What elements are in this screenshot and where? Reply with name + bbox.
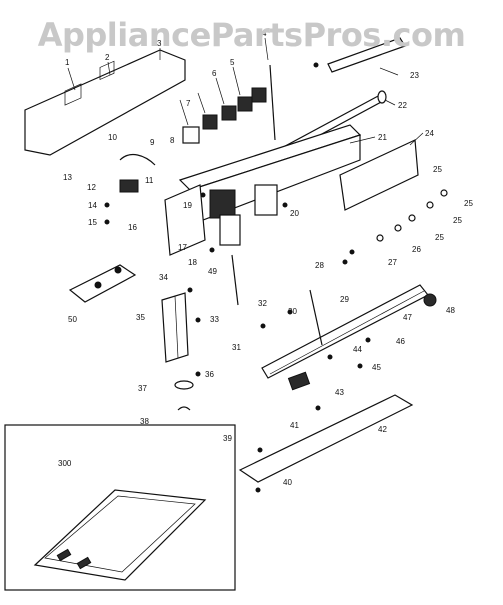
- callout-36: 36: [205, 370, 214, 379]
- callout-39: 39: [223, 434, 232, 443]
- callout-6: 6: [212, 69, 217, 78]
- spacer-37: [174, 380, 194, 390]
- wire-29: [309, 289, 323, 346]
- vertical-bracket: [161, 292, 189, 363]
- callout-12: 12: [87, 183, 96, 192]
- callout-47: 47: [403, 313, 412, 322]
- screw-15: [104, 219, 110, 225]
- bottom-strip: [238, 394, 414, 483]
- callout-10: 10: [108, 133, 117, 142]
- callout-30: 30: [288, 307, 297, 316]
- callout-18: 18: [188, 258, 197, 267]
- callout-44: 44: [353, 345, 362, 354]
- callout-43: 43: [335, 388, 344, 397]
- callout-5: 5: [230, 58, 235, 67]
- callout-24: 24: [425, 129, 434, 138]
- callout-29: 29: [340, 295, 349, 304]
- callout-19: 19: [183, 201, 192, 210]
- inset-box: [4, 424, 236, 591]
- callout-40: 40: [283, 478, 292, 487]
- leader-lines: [67, 37, 424, 146]
- watermark: AppliancePartsPros.com: [37, 16, 466, 54]
- callout-38: 38: [140, 417, 149, 426]
- callout-35: 35: [136, 313, 145, 322]
- callout-9: 9: [150, 138, 155, 147]
- callout-2: 2: [105, 53, 110, 62]
- callout-45: 45: [372, 363, 381, 372]
- long-rail: [261, 284, 437, 379]
- callout-25a: 25: [433, 165, 442, 174]
- callout-41: 41: [290, 421, 299, 430]
- terminal-block: [68, 264, 137, 303]
- rod-32: [231, 254, 239, 306]
- callout-1: 1: [65, 58, 70, 67]
- callout-26: 26: [412, 245, 421, 254]
- callout-25b: 25: [464, 199, 473, 208]
- right-panel: [339, 139, 419, 211]
- callout-33: 33: [210, 315, 219, 324]
- back-panel: [24, 49, 186, 156]
- callout-31: 31: [232, 343, 241, 352]
- callout-11: 11: [145, 176, 154, 185]
- callout-23: 23: [410, 71, 419, 80]
- callout-20: 20: [290, 209, 299, 218]
- callout-14: 14: [88, 201, 97, 210]
- clip-38: [177, 406, 191, 411]
- callout-42: 42: [378, 425, 387, 434]
- callout-27: 27: [388, 258, 397, 267]
- callout-3: 3: [157, 39, 162, 48]
- callout-13: 13: [63, 173, 72, 182]
- hardware-dots: [187, 62, 448, 493]
- callout-16: 16: [128, 223, 137, 232]
- callout-22: 22: [398, 101, 407, 110]
- callout-50: 50: [68, 315, 77, 324]
- switch-knobs: [182, 64, 276, 144]
- callout-28: 28: [315, 261, 324, 270]
- callout-25c: 25: [453, 216, 462, 225]
- callout-46: 46: [396, 337, 405, 346]
- callout-48: 48: [446, 306, 455, 315]
- callout-49: 49: [208, 267, 217, 276]
- callout-34: 34: [159, 273, 168, 282]
- callout-17: 17: [178, 243, 187, 252]
- screw-14: [104, 202, 110, 208]
- callout-21: 21: [378, 133, 387, 142]
- callout-4: 4: [262, 29, 267, 38]
- callout-37: 37: [138, 384, 147, 393]
- callout-300: 300: [58, 459, 72, 468]
- callout-32: 32: [258, 299, 267, 308]
- callout-7: 7: [186, 99, 191, 108]
- callout-labels: 1 2 3 4 5 6 7 8 9 10 11 12 13 14 15 16 1…: [58, 29, 473, 487]
- control-bracket: [164, 184, 278, 256]
- callout-8: 8: [170, 136, 175, 145]
- connector-43: [287, 371, 311, 391]
- callout-25d: 25: [435, 233, 444, 242]
- wire-connector: [119, 153, 156, 193]
- callout-15: 15: [88, 218, 97, 227]
